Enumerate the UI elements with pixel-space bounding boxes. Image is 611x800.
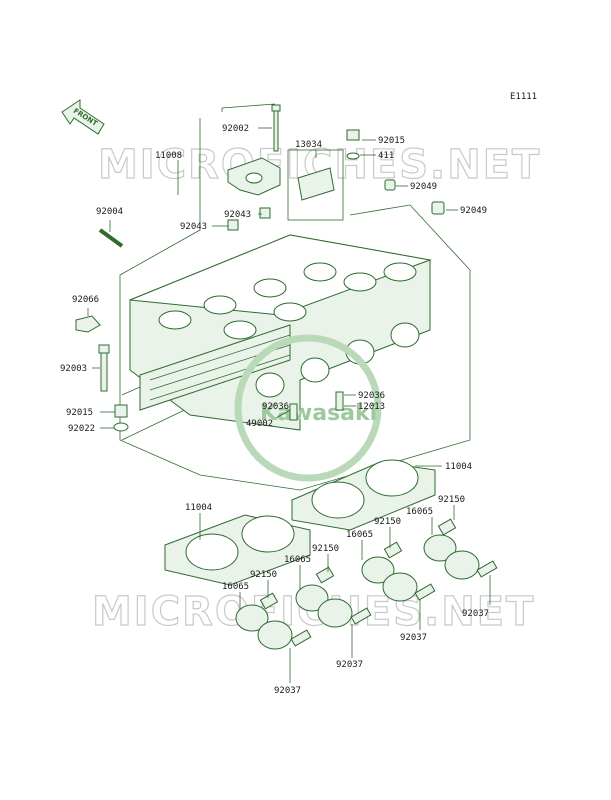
front-arrow-icon: FRONT [61, 99, 105, 135]
cylinder-head-icon [129, 234, 432, 431]
holder-set-a-icon [235, 592, 312, 650]
label-11004-a: 11004 [445, 462, 472, 472]
label-49002: 49002 [246, 419, 273, 429]
label-92049-a: 92049 [410, 182, 437, 192]
label-92150-b: 92150 [374, 517, 401, 527]
holder-set-c-icon [361, 541, 436, 602]
bolt-92002-icon [271, 104, 281, 152]
bearing-13034-icon [287, 149, 344, 221]
washer-92022-icon [113, 422, 129, 432]
label-92150-a: 92150 [438, 495, 465, 505]
label-16065-c: 16065 [284, 555, 311, 565]
label-92150-d: 92150 [250, 570, 277, 580]
label-92043-b: 92043 [180, 222, 207, 232]
label-92002: 92002 [222, 124, 249, 134]
label-92150-c: 92150 [312, 544, 339, 554]
label-12013: 12013 [358, 402, 385, 412]
cap-92049-a-icon [384, 179, 396, 191]
gasket-11004-b-icon [291, 459, 436, 531]
label-92036-a: 92036 [358, 391, 385, 401]
label-92015-top: 92015 [378, 136, 405, 146]
kawasaki-logo: Kawasaki [234, 334, 382, 482]
label-92004: 92004 [96, 207, 123, 217]
bolt-92003-icon [98, 344, 110, 392]
label-16065-a: 16065 [406, 507, 433, 517]
logo-text: Kawasaki [260, 401, 377, 426]
fitting-92036-icon [289, 391, 344, 421]
nut-92015-left-icon [114, 404, 128, 418]
label-11004-b: 11004 [185, 503, 212, 513]
label-92037-d: 92037 [274, 686, 301, 696]
label-92037-b: 92037 [400, 633, 427, 643]
label-92049-b: 92049 [460, 206, 487, 216]
label-92015-left: 92015 [66, 408, 93, 418]
label-92043-a: 92043 [224, 210, 251, 220]
gasket-11004-a-icon [164, 514, 311, 586]
damper-92066-icon [75, 315, 101, 333]
label-411: 411 [378, 151, 394, 161]
label-13034: 13034 [295, 140, 322, 150]
holder-set-d-icon [423, 518, 498, 580]
label-11008: 11008 [155, 151, 182, 161]
dowel-92043-a-icon [259, 207, 271, 219]
label-92003: 92003 [60, 364, 87, 374]
dowel-92043-b-icon [227, 219, 239, 231]
part-labels: 92002 13034 92015 411 11008 92049 92049 … [60, 124, 489, 696]
leader-lines [87, 127, 491, 683]
holder-set-b-icon [295, 566, 372, 628]
label-92037-c: 92037 [336, 660, 363, 670]
diagram-code: E1111 [510, 92, 537, 102]
label-92036-b: 92036 [262, 402, 289, 412]
label-92037-a: 92037 [462, 609, 489, 619]
label-92022: 92022 [68, 424, 95, 434]
label-16065-d: 16065 [222, 582, 249, 592]
stud-92004-icon [98, 228, 124, 248]
cap-92049-b-icon [431, 201, 445, 215]
label-16065-b: 16065 [346, 530, 373, 540]
nut-92015-icon [346, 129, 360, 160]
label-92066: 92066 [72, 295, 99, 305]
cam-cap-icon [227, 157, 281, 196]
